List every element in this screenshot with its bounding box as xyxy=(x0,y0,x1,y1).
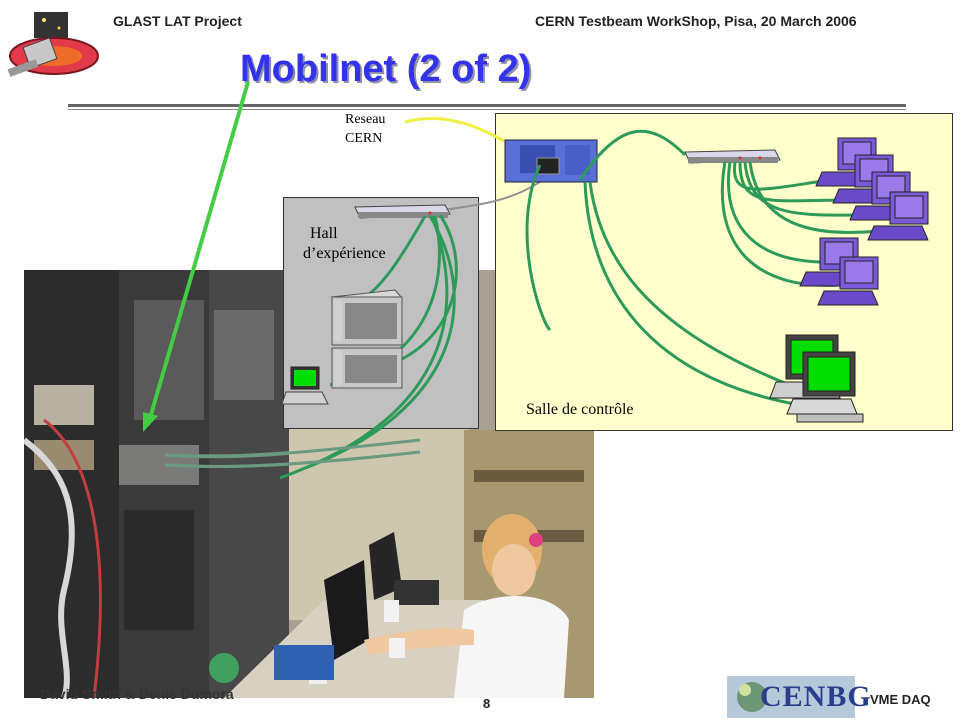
header-event: CERN Testbeam WorkShop, Pisa, 20 March 2… xyxy=(535,13,857,29)
glast-logo xyxy=(4,6,104,90)
satellite-icon xyxy=(22,37,58,69)
cenbg-logo: CENBG xyxy=(760,680,872,713)
footer-authors: David Smith & Denis Dumora xyxy=(40,686,234,702)
slide-title: Mobilnet (2 of 2) xyxy=(240,48,532,90)
header-project: GLAST LAT Project xyxy=(113,13,242,29)
footer-topic: VME DAQ xyxy=(870,692,931,707)
cern-label: CERN xyxy=(345,131,383,146)
control-room-label: Salle de contrôle xyxy=(526,401,634,418)
title-rule xyxy=(68,104,906,107)
hall-label: Hall xyxy=(310,225,338,242)
title-rule-thin xyxy=(68,109,906,110)
experience-label: d’expérience xyxy=(303,245,386,262)
reseau-label: Reseau xyxy=(345,112,386,127)
control-room-panel xyxy=(495,113,953,431)
logo-sky-square xyxy=(34,12,68,38)
page-number: 8 xyxy=(483,696,491,711)
